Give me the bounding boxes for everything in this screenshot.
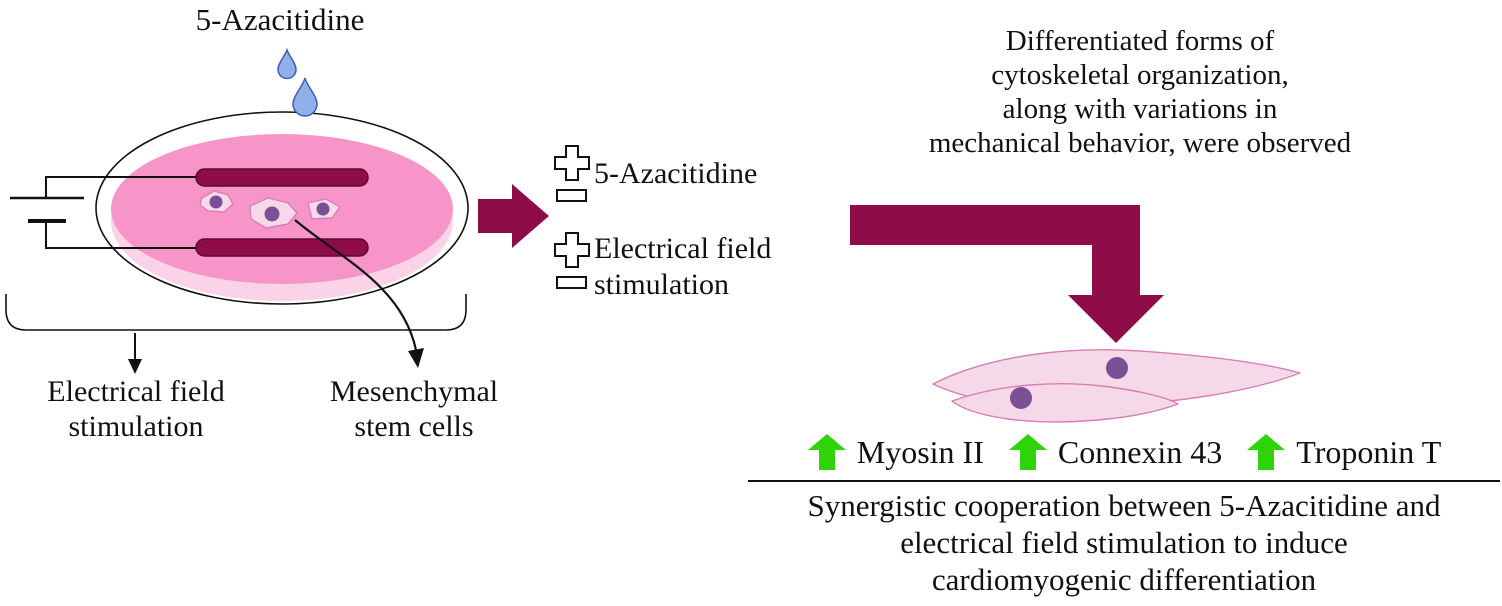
flow-arrow [478, 184, 549, 248]
marker-label: Troponin T [1296, 433, 1442, 470]
stimulation-pointer-head [128, 359, 142, 374]
conclusion-text: Synergistic cooperation between 5-Azacit… [748, 487, 1500, 598]
battery-wire-top [45, 176, 196, 198]
condition-2-label: Electrical field stimulation [594, 232, 772, 301]
cardiomyocyte-nucleus-2 [1106, 357, 1128, 379]
conclusion-panel: Myosin II Connexin 43 Troponin T Synergi… [748, 429, 1500, 598]
observation-line: mechanical behavior, were observed [928, 127, 1352, 159]
marker-label: Myosin II [856, 433, 984, 470]
cardiomyocyte-nucleus-1 [1010, 387, 1032, 409]
cardiomyocyte-body-lower [951, 383, 1179, 423]
observation-line: Differentiated forms of [1005, 25, 1275, 57]
marker-row: Myosin II Connexin 43 Troponin T [748, 429, 1500, 475]
conclusion-line: electrical field stimulation to induce [900, 525, 1348, 560]
droplet-large [292, 77, 318, 117]
stem-cell-nucleus [209, 195, 223, 209]
up-arrow-icon [807, 434, 846, 470]
condition-1-label: 5-Azacitidine [594, 157, 758, 190]
observation-text: Differentiated forms of cytoskeletal org… [884, 24, 1396, 160]
label-electrical-field-stimulation: Electrical field stimulation [47, 375, 225, 443]
battery-wire-bottom [45, 221, 196, 249]
marker-troponin: Troponin T [1246, 433, 1441, 471]
electrode-bottom [195, 238, 369, 257]
conclusion-line: Synergistic cooperation between 5-Azacit… [807, 488, 1441, 523]
marker-connexin: Connexin 43 [1008, 433, 1222, 471]
plus-icon-2 [554, 232, 590, 268]
marker-label: Connexin 43 [1057, 433, 1223, 470]
result-elbow-arrow [850, 205, 1164, 343]
up-arrow-icon [1008, 434, 1047, 470]
dish-holder-outline [5, 294, 467, 331]
cells-pointer-head [408, 348, 424, 368]
plus-icon-1 [554, 145, 590, 181]
marker-myosin: Myosin II [807, 433, 984, 471]
minus-icon-1 [556, 189, 587, 202]
droplet-small [277, 47, 297, 80]
minus-icon-2 [556, 276, 587, 289]
conclusion-line: cardiomyogenic differentiation [931, 562, 1317, 597]
stem-cell-nucleus [264, 206, 280, 222]
label-mesenchymal-stem-cells: Mesenchymal stem cells [329, 375, 499, 443]
electrode-top [195, 168, 369, 187]
observation-line: cytoskeletal organization, [991, 59, 1289, 91]
divider-line [748, 480, 1500, 482]
cells-pointer-curve [294, 219, 418, 351]
title-5-azacitidine: 5-Azacitidine [195, 2, 365, 37]
observation-line: along with variations in [1002, 93, 1278, 125]
stem-cell-nucleus [316, 202, 330, 216]
up-arrow-icon [1247, 434, 1286, 470]
